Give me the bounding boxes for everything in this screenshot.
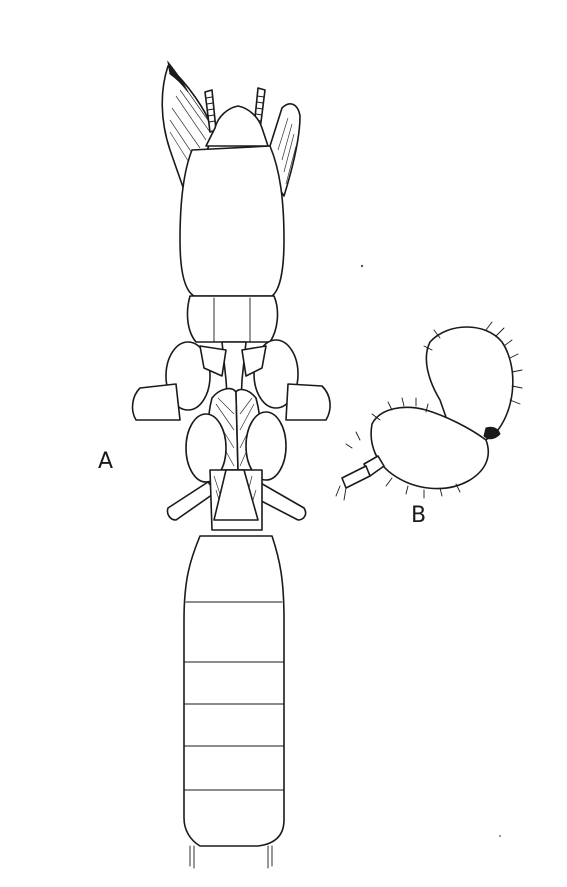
cerci <box>189 845 273 869</box>
figure-label-b: B <box>411 503 427 528</box>
right-mid-plate <box>241 345 267 377</box>
waist <box>209 469 263 531</box>
print-speck <box>360 264 364 268</box>
tarsus <box>335 431 385 501</box>
head <box>205 105 269 147</box>
figure-b-leg-detail <box>335 321 523 501</box>
print-speck <box>499 835 501 837</box>
right-hind-coxa <box>245 411 287 481</box>
figure-a-specimen <box>131 60 331 869</box>
left-hind-coxa <box>185 413 227 483</box>
mesothorax <box>186 295 279 343</box>
pronotum <box>179 145 285 297</box>
left-mid-femur <box>131 383 181 421</box>
abdomen <box>183 535 285 847</box>
right-mid-femur <box>285 383 331 421</box>
left-hind-femur <box>166 481 217 521</box>
left-mid-plate <box>199 345 227 377</box>
figure-label-a: A <box>98 449 114 474</box>
